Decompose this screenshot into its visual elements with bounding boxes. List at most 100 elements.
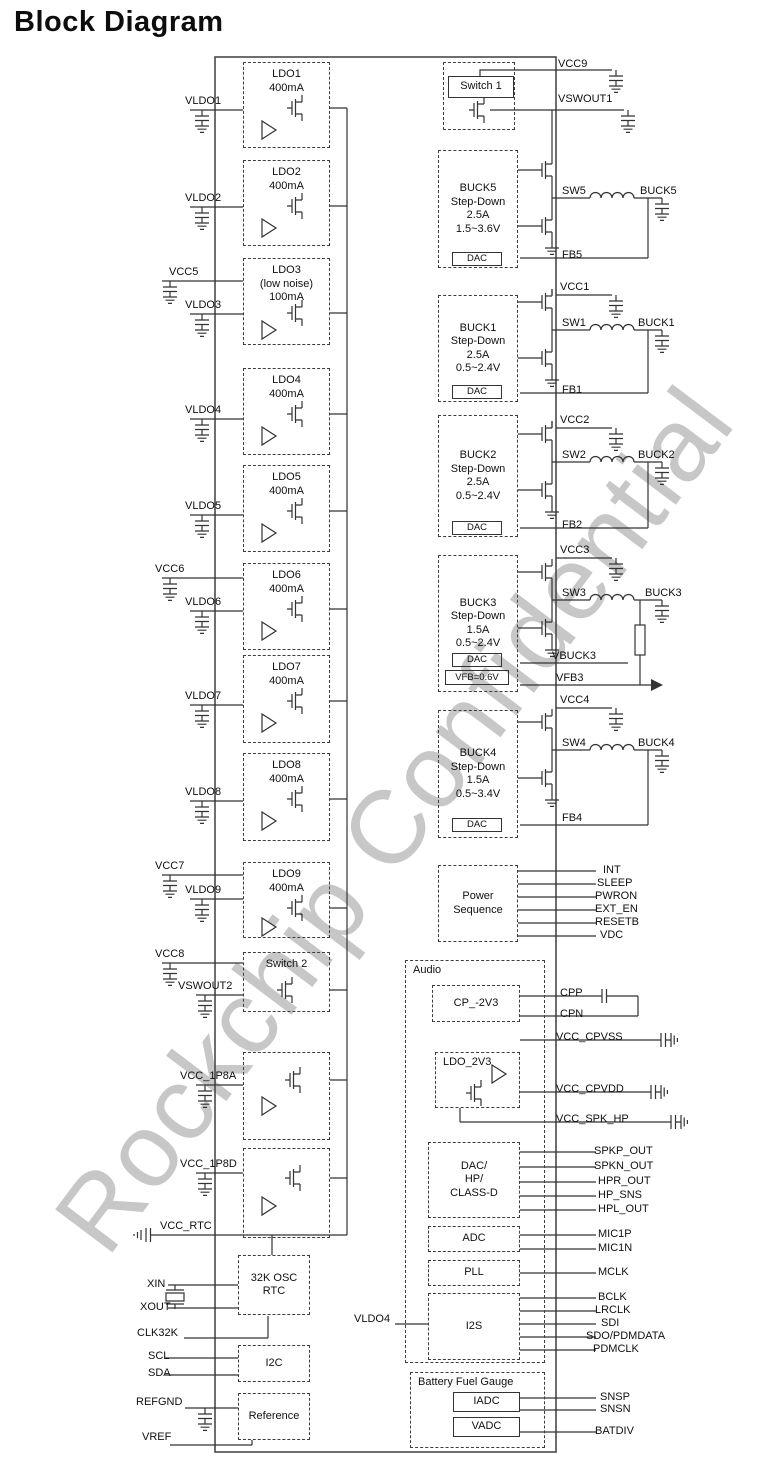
ldo5-block-label: 400mA bbox=[269, 484, 304, 497]
pin-vldo8: VLDO8 bbox=[185, 786, 222, 798]
pin-snsn: SNSN bbox=[600, 1403, 631, 1415]
buck5-block-label: 1.5~3.6V bbox=[455, 222, 501, 235]
ldo7-block-label: LDO7 bbox=[272, 661, 301, 673]
pin-ext-en: EXT_EN bbox=[595, 903, 638, 915]
adc-block: ADC bbox=[428, 1226, 520, 1252]
ldo8-block-label: LDO8 bbox=[272, 759, 301, 771]
pin-vldo1: VLDO1 bbox=[185, 95, 222, 107]
pin-vfb3: VFB3 bbox=[556, 672, 584, 684]
buck3-dac-box-label: DAC bbox=[466, 654, 488, 665]
ldo-2v3-block: LDO_2V3 bbox=[435, 1052, 520, 1108]
ldo4-block-label: 400mA bbox=[269, 387, 304, 400]
pin-vcc9: VCC9 bbox=[558, 58, 588, 70]
dac-hp-classd-block: DAC/HP/CLASS-D bbox=[428, 1142, 520, 1218]
reference-block-label: Reference bbox=[248, 1409, 300, 1422]
pin-sda: SDA bbox=[148, 1367, 171, 1379]
reg-1p8a-block bbox=[243, 1052, 330, 1140]
i2c-block: I2C bbox=[238, 1345, 310, 1382]
ldo2-block-label: 400mA bbox=[269, 179, 304, 192]
pin-vcc-spk-hp: VCC_SPK_HP bbox=[556, 1113, 629, 1125]
iadc-box: IADC bbox=[453, 1392, 520, 1412]
pin-buck5: BUCK5 bbox=[640, 185, 677, 197]
pin-cpn: CPN bbox=[560, 1008, 584, 1020]
buck2-dac-box: DAC bbox=[452, 521, 502, 535]
buck3-dac-box: DAC bbox=[452, 653, 502, 667]
pin-sw2: SW2 bbox=[562, 449, 586, 461]
pin-vldo6: VLDO6 bbox=[185, 596, 222, 608]
pin-vldo5: VLDO5 bbox=[185, 500, 222, 512]
vcc-rtc-cap bbox=[133, 1228, 152, 1242]
pin-xin: XIN bbox=[147, 1278, 166, 1290]
dac-hp-classd-block-label: CLASS-D bbox=[450, 1186, 498, 1199]
switch1-outer bbox=[443, 62, 515, 130]
pin-vldo3: VLDO3 bbox=[185, 299, 222, 311]
power-sequence-block-label: Power bbox=[462, 890, 494, 902]
cp-neg2v3-block-label: CP_-2V3 bbox=[453, 996, 499, 1009]
fuel-gauge-block-label: Battery Fuel Gauge bbox=[418, 1376, 514, 1388]
pin-sw4: SW4 bbox=[562, 737, 586, 749]
pin-fb4: FB4 bbox=[562, 812, 583, 824]
switch2-block-label: Switch 2 bbox=[265, 958, 308, 970]
buck3-block-label: BUCK3 bbox=[459, 596, 497, 609]
pin-vcc6: VCC6 bbox=[155, 563, 185, 575]
pin-clk32k: CLK32K bbox=[137, 1327, 178, 1339]
pin-batdiv: BATDIV bbox=[595, 1425, 634, 1437]
buck4-block-label: 0.5~3.4V bbox=[455, 787, 501, 800]
pin-scl: SCL bbox=[148, 1350, 170, 1362]
adc-block-label: ADC bbox=[462, 1232, 486, 1245]
dac-hp-classd-block-label: HP/ bbox=[464, 1173, 484, 1186]
pin-vcc7: VCC7 bbox=[155, 860, 185, 872]
ldo5-block-label: LDO5 bbox=[272, 471, 301, 483]
pin-sleep: SLEEP bbox=[597, 877, 633, 889]
pin-bclk: BCLK bbox=[598, 1291, 627, 1303]
vfb3-terminal bbox=[651, 679, 663, 691]
pin-vldo2: VLDO2 bbox=[185, 192, 222, 204]
switch1-label-box: Switch 1 bbox=[448, 76, 514, 98]
pin-buck2: BUCK2 bbox=[638, 449, 675, 461]
buck5-dac-box: DAC bbox=[452, 252, 502, 266]
pin-hp-sns: HP_SNS bbox=[598, 1189, 643, 1201]
pin-int: INT bbox=[603, 864, 621, 876]
buck5-dac-box-label: DAC bbox=[466, 253, 488, 264]
pin-vcc2: VCC2 bbox=[560, 414, 590, 426]
i2s-block: I2S bbox=[428, 1293, 520, 1360]
buck1-dac-box: DAC bbox=[452, 385, 502, 399]
pin-vswout1: VSWOUT1 bbox=[558, 93, 613, 105]
buck5-block-label: Step-Down bbox=[450, 195, 506, 208]
buck2-block-label: 2.5A bbox=[466, 476, 490, 488]
ldo2-block-label: LDO2 bbox=[272, 166, 301, 178]
pin-vswout2: VSWOUT2 bbox=[178, 980, 233, 992]
reg-1p8d-block bbox=[243, 1148, 330, 1238]
pin-vcc8: VCC8 bbox=[155, 948, 185, 960]
pin-cpp: CPP bbox=[560, 987, 583, 999]
buck4-dac-box-label: DAC bbox=[466, 819, 488, 830]
ldo3-block-label: LDO3 bbox=[272, 264, 301, 276]
pin-mic1n: MIC1N bbox=[598, 1242, 633, 1254]
pin-refgnd: REFGND bbox=[136, 1396, 183, 1408]
pin-vcc5: VCC5 bbox=[169, 266, 199, 278]
reference-block: Reference bbox=[238, 1393, 310, 1440]
pll-block-label: PLL bbox=[464, 1266, 484, 1279]
iadc-box-label: IADC bbox=[473, 1395, 500, 1408]
buck1-block-label: 0.5~2.4V bbox=[455, 362, 501, 374]
buck1-dac-box-label: DAC bbox=[466, 386, 488, 397]
i2s-block-label: I2S bbox=[465, 1319, 483, 1332]
pin-buck4: BUCK4 bbox=[638, 737, 675, 749]
pin-sdo-pdmdata: SDO/PDMDATA bbox=[586, 1330, 666, 1342]
buck3-block-label: 1.5A bbox=[466, 623, 490, 636]
ldo6-block-label: 400mA bbox=[269, 582, 304, 595]
ldo-2v3-block-label: LDO_2V3 bbox=[443, 1056, 492, 1068]
pin-vldo9: VLDO9 bbox=[185, 884, 222, 896]
